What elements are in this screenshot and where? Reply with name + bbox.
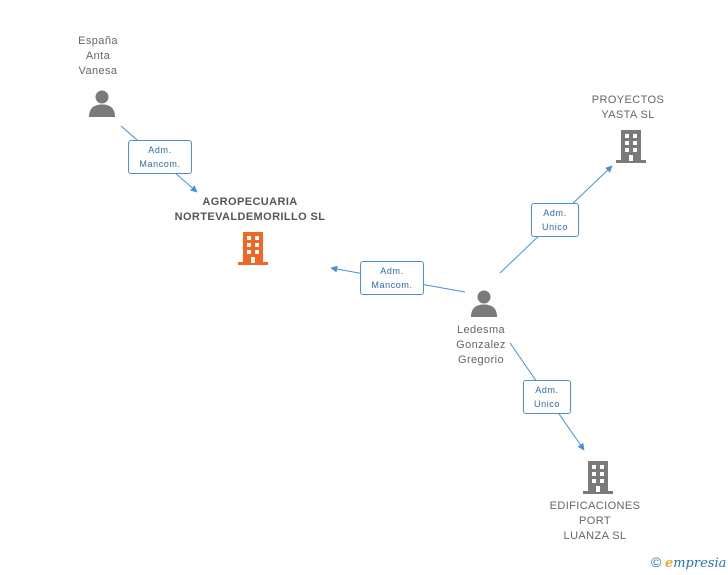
edge-role-line: Adm. (535, 385, 559, 395)
company-name-line: AGROPECUARIA (202, 196, 298, 208)
edge-label-espana-agropecuaria[interactable]: Adm. Mancom. (128, 140, 192, 174)
edge-role-line: Adm. (148, 145, 172, 155)
empresia-copyright: © empresia (651, 554, 726, 571)
company-label-proyectos-yasta[interactable]: PROYECTOS YASTA SL (578, 93, 678, 123)
person-label-espana-anta-vanesa[interactable]: España Anta Vanesa (48, 34, 148, 79)
person-name-line: Gonzalez (456, 339, 506, 351)
company-label-agropecuaria[interactable]: AGROPECUARIA NORTEVALDEMORILLO SL (150, 195, 350, 225)
company-name-line: PORT (579, 515, 611, 527)
brand-logo-text: mpresia (673, 556, 727, 571)
person-label-ledesma-gonzalez-gregorio[interactable]: Ledesma Gonzalez Gregorio (431, 323, 531, 368)
edge-label-ledesma-agropecuaria[interactable]: Adm. Mancom. (360, 261, 424, 295)
person-name-line: Vanesa (78, 65, 118, 77)
person-name-line: España (78, 35, 118, 47)
edge-role-line: Adm. (380, 266, 404, 276)
edge-role-line: Adm. (543, 208, 567, 218)
edge-role-line: Unico (541, 222, 568, 232)
edge-role-line: Mancom. (139, 159, 181, 169)
building-icon[interactable] (615, 128, 647, 164)
edge-label-ledesma-edificaciones[interactable]: Adm. Unico (523, 380, 571, 414)
company-label-edificaciones-port-luanza[interactable]: EDIFICACIONES PORT LUANZA SL (545, 499, 645, 544)
company-name-line: NORTEVALDEMORILLO SL (174, 211, 326, 223)
person-name-line: Gregorio (458, 354, 504, 366)
company-name-line: LUANZA SL (563, 530, 627, 542)
building-icon[interactable] (582, 459, 614, 495)
person-name-line: Anta (85, 50, 111, 62)
person-name-line: Ledesma (456, 324, 506, 336)
company-name-line: PROYECTOS (591, 94, 665, 106)
edge-role-line: Mancom. (371, 280, 413, 290)
edge-role-line: Unico (533, 399, 560, 409)
brand-logo-initial: e (664, 556, 674, 571)
copyright-symbol: © (651, 554, 662, 570)
person-icon[interactable] (469, 288, 499, 318)
company-name-line: YASTA SL (601, 109, 655, 121)
building-icon-focus[interactable] (237, 230, 269, 266)
edge-label-ledesma-proyectos[interactable]: Adm. Unico (531, 203, 579, 237)
person-icon[interactable] (87, 88, 117, 118)
company-name-line: EDIFICACIONES (549, 500, 641, 512)
